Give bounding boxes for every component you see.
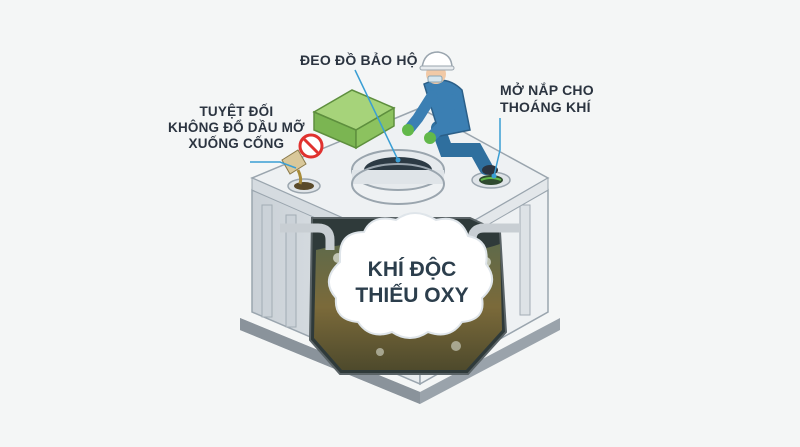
callout-open-lid-line-1: MỞ NẮP CHO [500,82,594,98]
callout-open-lid-line-2: THOÁNG KHÍ [500,99,591,115]
callout-lines [250,69,501,179]
callout-protective-gear: ĐEO ĐỒ BẢO HỘ [300,52,418,69]
callout-no-grease-line-1: TUYỆT ĐỐI [199,104,274,119]
toxic-gas-cloud: KHÍ ĐỘC THIẾU OXY [328,212,493,339]
callout-no-grease: TUYỆT ĐỐI KHÔNG ĐỔ DẦU MỠ XUỐNG CỐNG [168,104,305,152]
callout-open-lid: MỞ NẮP CHO THOÁNG KHÍ [500,82,594,116]
callout-protective-gear-text: ĐEO ĐỒ BẢO HỘ [300,52,418,68]
supply-box-icon [312,89,396,150]
manhole [351,149,445,205]
hazard-cloud-line-1: KHÍ ĐỘC [368,257,457,281]
callout-no-grease-line-2: KHÔNG ĐỔ DẦU MỠ [168,120,305,135]
callout-no-grease-line-3: XUỐNG CỐNG [188,136,285,151]
grease-inlet [281,149,321,194]
hazard-cloud-line-2: THIẾU OXY [355,284,468,307]
worker-in-ppe-icon [402,51,498,175]
no-entry-sign-icon [298,133,324,159]
